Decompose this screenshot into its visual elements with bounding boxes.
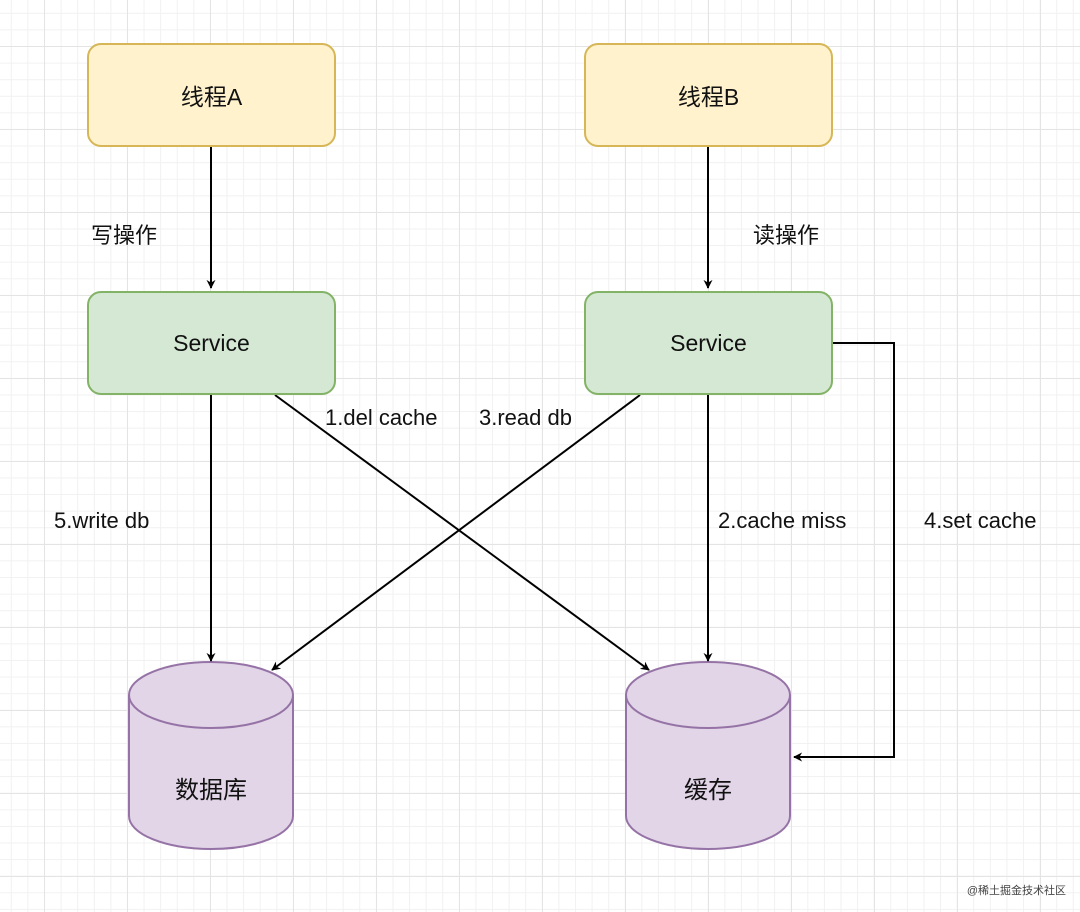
thread-b-label: 线程B (677, 84, 740, 110)
service-a-label: Service (173, 329, 250, 356)
watermark: @稀土掘金技术社区 (966, 885, 1066, 897)
thread-a-box: 线程A (87, 43, 336, 147)
write-db-label: 5.write db (54, 508, 150, 533)
edge-del-cache (274, 394, 650, 671)
thread-a-label: 线程A (180, 84, 243, 110)
cache-miss-label: 2.cache miss (718, 508, 847, 533)
del-cache-label: 1.del cache (325, 405, 438, 430)
thread-b-box: 线程B (584, 43, 833, 147)
read-op-label: 读操作 (753, 223, 820, 248)
service-b-label: Service (670, 329, 747, 356)
database-label: 数据库 (175, 777, 247, 804)
cache-label: 缓存 (684, 777, 732, 804)
edge-set-cache (793, 342, 895, 762)
write-op-label: 写操作 (91, 223, 158, 248)
cache-cylinder (625, 661, 791, 850)
database-cylinder (128, 661, 294, 850)
set-cache-label: 4.set cache (924, 508, 1037, 533)
edge-read-db (271, 394, 641, 671)
read-db-label: 3.read db (479, 405, 572, 430)
service-a-box: Service (87, 291, 336, 395)
service-b-box: Service (584, 291, 833, 395)
